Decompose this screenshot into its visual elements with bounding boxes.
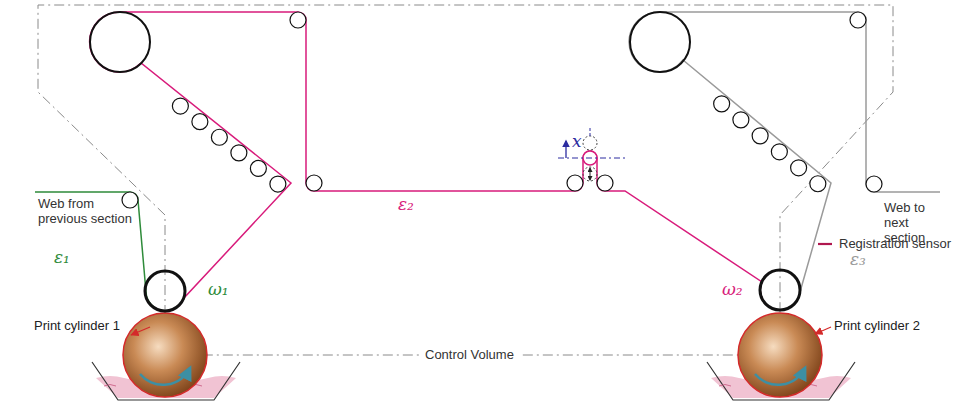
- idler-rollers: [122, 12, 882, 208]
- rotation-arrow: [755, 368, 805, 385]
- legend-text: Registration sensor: [839, 236, 951, 251]
- part-name: Print cylinder 1: [34, 318, 120, 333]
- dancer-ghost: [583, 136, 597, 150]
- speed-symbol: ω₁: [208, 280, 229, 299]
- strain-symbol: ε₂: [398, 195, 414, 214]
- displacement-arrow: [565, 141, 566, 158]
- displacement-symbol: x: [572, 132, 582, 151]
- print-cylinder: [123, 313, 207, 397]
- datum-line: [558, 158, 628, 159]
- strain-symbol: ε₁: [54, 248, 70, 267]
- print-cylinder: [738, 313, 822, 397]
- strain-symbol: ε₃: [850, 250, 866, 269]
- datum-line: [590, 128, 591, 138]
- control-volume-outline: [38, 5, 893, 355]
- large-roller: [90, 12, 150, 72]
- nip-roller: [145, 271, 185, 311]
- part-name: Print cylinder 2: [834, 318, 920, 333]
- nip-roller: [760, 270, 800, 310]
- region-name: Control Volume: [420, 347, 519, 362]
- web-span-2: [90, 12, 780, 311]
- legend-swatch: [816, 239, 834, 249]
- motion-arrow: [590, 168, 591, 180]
- idler-roller-chain: [172, 96, 825, 192]
- legend-entry: Registration sensor: [816, 236, 951, 251]
- leader-arrow: [131, 327, 150, 335]
- rotation-arrow: [140, 368, 190, 385]
- speed-symbol: ω₂: [722, 280, 743, 299]
- web-span-3: [629, 12, 940, 310]
- large-roller: [630, 12, 690, 72]
- dancer-ghost: [583, 167, 597, 181]
- leader-arrow: [815, 327, 831, 334]
- web-inlet-label: Web from previous section: [38, 196, 146, 226]
